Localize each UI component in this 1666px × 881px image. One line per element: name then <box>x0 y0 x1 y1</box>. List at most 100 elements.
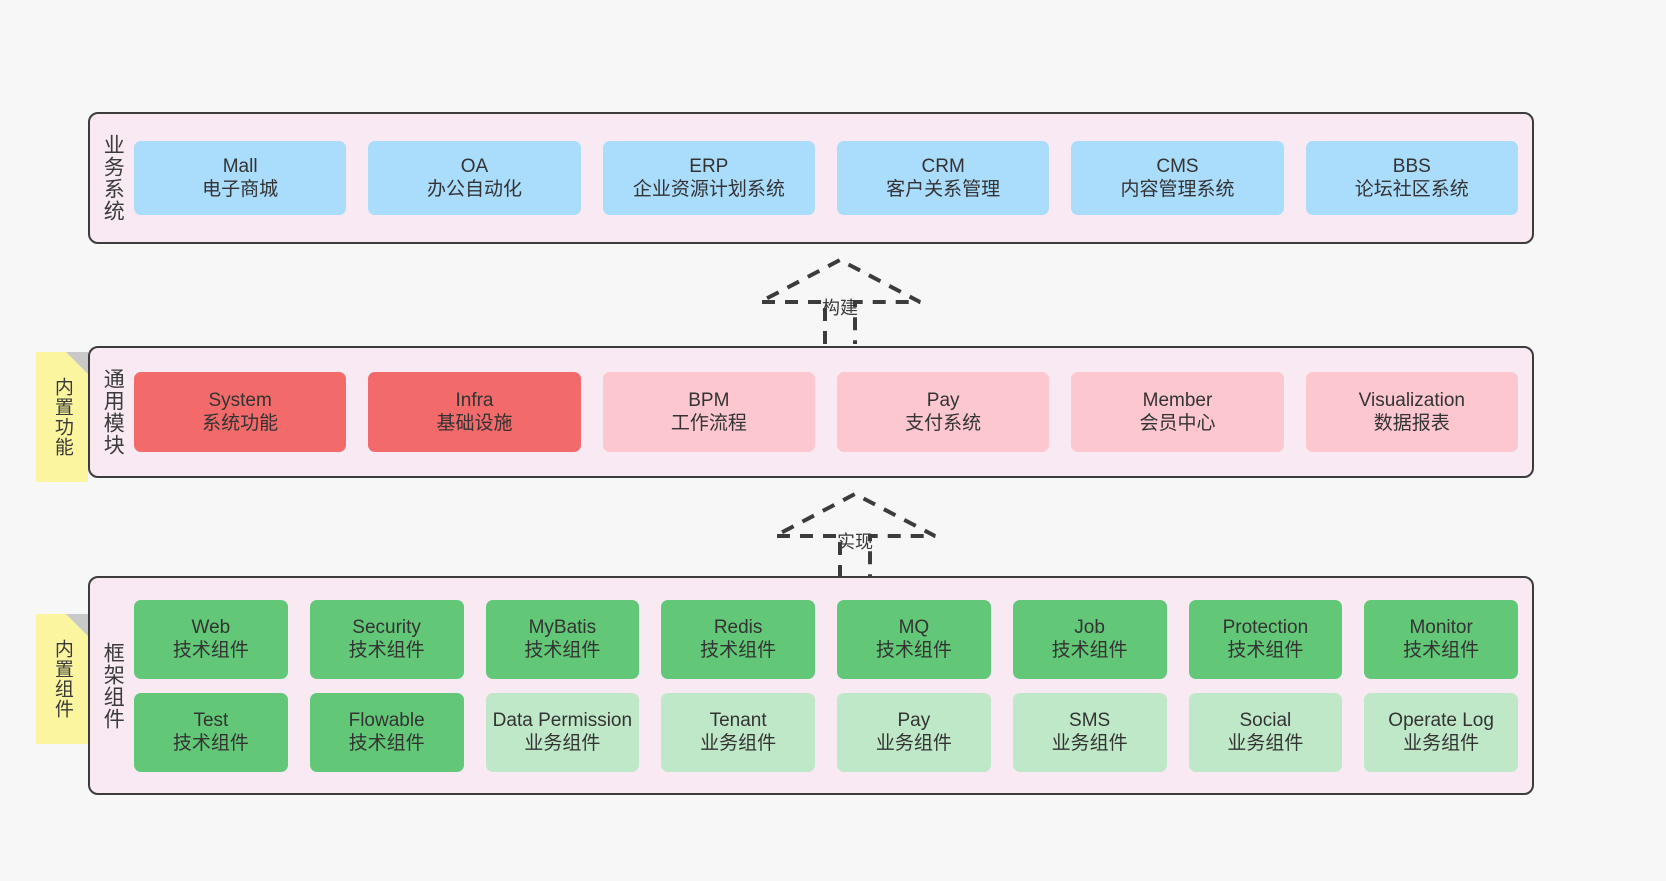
card-subtitle: 技术组件 <box>172 640 249 661</box>
arrow-up-hollow-dashed-icon <box>774 492 936 578</box>
card-bbs[interactable]: BBS 论坛社区系统 <box>1305 141 1518 215</box>
card-subtitle: 客户关系管理 <box>886 179 1001 200</box>
card-subtitle: 技术组件 <box>1051 640 1128 661</box>
card-title: Monitor <box>1409 616 1473 638</box>
layer-common-modules: 通用模块 System 系统功能 Infra 基础设施 BPM 工作流程 Pay… <box>88 346 1534 478</box>
card-flowable[interactable]: Flowable 技术组件 <box>309 692 464 772</box>
card-system[interactable]: System 系统功能 <box>134 372 347 452</box>
card-mybatis[interactable]: MyBatis 技术组件 <box>485 599 640 679</box>
card-title: BBS <box>1392 155 1431 177</box>
card-row: Web 技术组件 Security 技术组件 MyBatis 技术组件 Redi… <box>134 599 1518 679</box>
card-subtitle: 会员中心 <box>1139 413 1216 434</box>
card-operate-log[interactable]: Operate Log 业务组件 <box>1364 692 1518 772</box>
card-subtitle: 论坛社区系统 <box>1354 179 1469 200</box>
card-title: Infra <box>455 389 494 411</box>
card-title: Protection <box>1222 616 1309 638</box>
card-social[interactable]: Social 业务组件 <box>1188 692 1343 772</box>
card-data-permission[interactable]: Data Permission 业务组件 <box>485 692 640 772</box>
card-mall[interactable]: Mall 电子商城 <box>134 141 347 215</box>
card-crm[interactable]: CRM 客户关系管理 <box>836 141 1050 215</box>
card-subtitle: 内容管理系统 <box>1120 179 1235 200</box>
card-title: Operate Log <box>1388 709 1494 731</box>
card-subtitle: 业务组件 <box>875 733 952 754</box>
card-oa[interactable]: OA 办公自动化 <box>368 141 581 215</box>
card-title: Test <box>193 709 229 731</box>
card-title: Data Permission <box>492 709 633 731</box>
note-builtin-function: 内置功能 <box>36 352 88 482</box>
card-member[interactable]: Member 会员中心 <box>1071 372 1284 452</box>
card-subtitle: 支付系统 <box>905 413 982 434</box>
card-title: Mall <box>222 155 258 177</box>
card-subtitle: 技术组件 <box>348 640 425 661</box>
card-title: Flowable <box>348 709 425 731</box>
card-subtitle: 业务组件 <box>1051 733 1128 754</box>
card-title: MQ <box>898 616 930 638</box>
card-subtitle: 业务组件 <box>1403 733 1480 754</box>
card-title: Redis <box>713 616 763 638</box>
card-redis[interactable]: Redis 技术组件 <box>661 599 815 679</box>
card-title: Social <box>1239 709 1292 731</box>
card-subtitle: 业务组件 <box>700 733 777 754</box>
note-builtin-component: 内置组件 <box>36 614 88 744</box>
card-title: BPM <box>688 389 730 411</box>
card-title: Web <box>191 616 231 638</box>
card-subtitle: 业务组件 <box>1227 733 1304 754</box>
card-title: CMS <box>1156 155 1199 177</box>
arrow-implement: 实现 <box>765 492 945 578</box>
card-bpm[interactable]: BPM 工作流程 <box>602 372 815 452</box>
card-title: CRM <box>921 155 965 177</box>
card-pay-module[interactable]: Pay 支付系统 <box>836 372 1050 452</box>
layer-framework-components: 框架组件 Web 技术组件 Security 技术组件 MyBatis 技术组件… <box>88 576 1534 795</box>
card-title: SMS <box>1069 709 1111 731</box>
note-label: 内置组件 <box>51 639 73 719</box>
page-fold-icon <box>66 614 88 636</box>
card-security[interactable]: Security 技术组件 <box>309 599 464 679</box>
card-sms[interactable]: SMS 业务组件 <box>1012 692 1167 772</box>
card-monitor[interactable]: Monitor 技术组件 <box>1364 599 1518 679</box>
card-infra[interactable]: Infra 基础设施 <box>368 372 581 452</box>
card-pay-component[interactable]: Pay 业务组件 <box>837 692 991 772</box>
card-subtitle: 技术组件 <box>1403 640 1480 661</box>
card-title: Pay <box>897 709 931 731</box>
card-title: Tenant <box>709 709 767 731</box>
card-test[interactable]: Test 技术组件 <box>134 692 288 772</box>
card-subtitle: 工作流程 <box>670 413 747 434</box>
layer-business-system: 业务系统 Mall 电子商城 OA 办公自动化 ERP 企业资源计划系统 CRM… <box>88 112 1534 244</box>
card-subtitle: 企业资源计划系统 <box>632 179 785 200</box>
card-subtitle: 技术组件 <box>875 640 952 661</box>
card-title: Security <box>352 616 421 638</box>
arrow-up-hollow-dashed-icon <box>759 258 921 344</box>
card-subtitle: 技术组件 <box>1227 640 1304 661</box>
card-title: Member <box>1142 389 1213 411</box>
card-subtitle: 数据报表 <box>1373 413 1450 434</box>
card-title: System <box>208 389 272 411</box>
card-subtitle: 技术组件 <box>172 733 249 754</box>
card-title: Job <box>1074 616 1105 638</box>
layer-body-common-modules: System 系统功能 Infra 基础设施 BPM 工作流程 Pay 支付系统… <box>134 348 1532 476</box>
card-subtitle: 基础设施 <box>436 413 513 434</box>
card-subtitle: 技术组件 <box>700 640 777 661</box>
card-row: Mall 电子商城 OA 办公自动化 ERP 企业资源计划系统 CRM 客户关系… <box>134 141 1518 215</box>
card-cms[interactable]: CMS 内容管理系统 <box>1071 141 1284 215</box>
card-title: ERP <box>689 155 729 177</box>
card-protection[interactable]: Protection 技术组件 <box>1188 599 1343 679</box>
card-mq[interactable]: MQ 技术组件 <box>837 599 991 679</box>
card-title: MyBatis <box>528 616 597 638</box>
note-label: 内置功能 <box>51 377 73 457</box>
card-visualization[interactable]: Visualization 数据报表 <box>1305 372 1518 452</box>
card-web[interactable]: Web 技术组件 <box>134 599 288 679</box>
card-erp[interactable]: ERP 企业资源计划系统 <box>602 141 815 215</box>
card-title: Pay <box>926 389 960 411</box>
layer-title-business-system: 业务系统 <box>101 134 125 222</box>
layer-title-framework-components: 框架组件 <box>101 641 125 730</box>
card-job[interactable]: Job 技术组件 <box>1012 599 1167 679</box>
card-subtitle: 系统功能 <box>202 413 279 434</box>
card-subtitle: 办公自动化 <box>426 179 522 200</box>
card-row: System 系统功能 Infra 基础设施 BPM 工作流程 Pay 支付系统… <box>134 372 1518 452</box>
page-fold-icon <box>66 352 88 374</box>
card-tenant[interactable]: Tenant 业务组件 <box>661 692 815 772</box>
arrow-build: 构建 <box>750 258 930 344</box>
card-subtitle: 技术组件 <box>524 640 601 661</box>
card-title: Visualization <box>1358 389 1465 411</box>
